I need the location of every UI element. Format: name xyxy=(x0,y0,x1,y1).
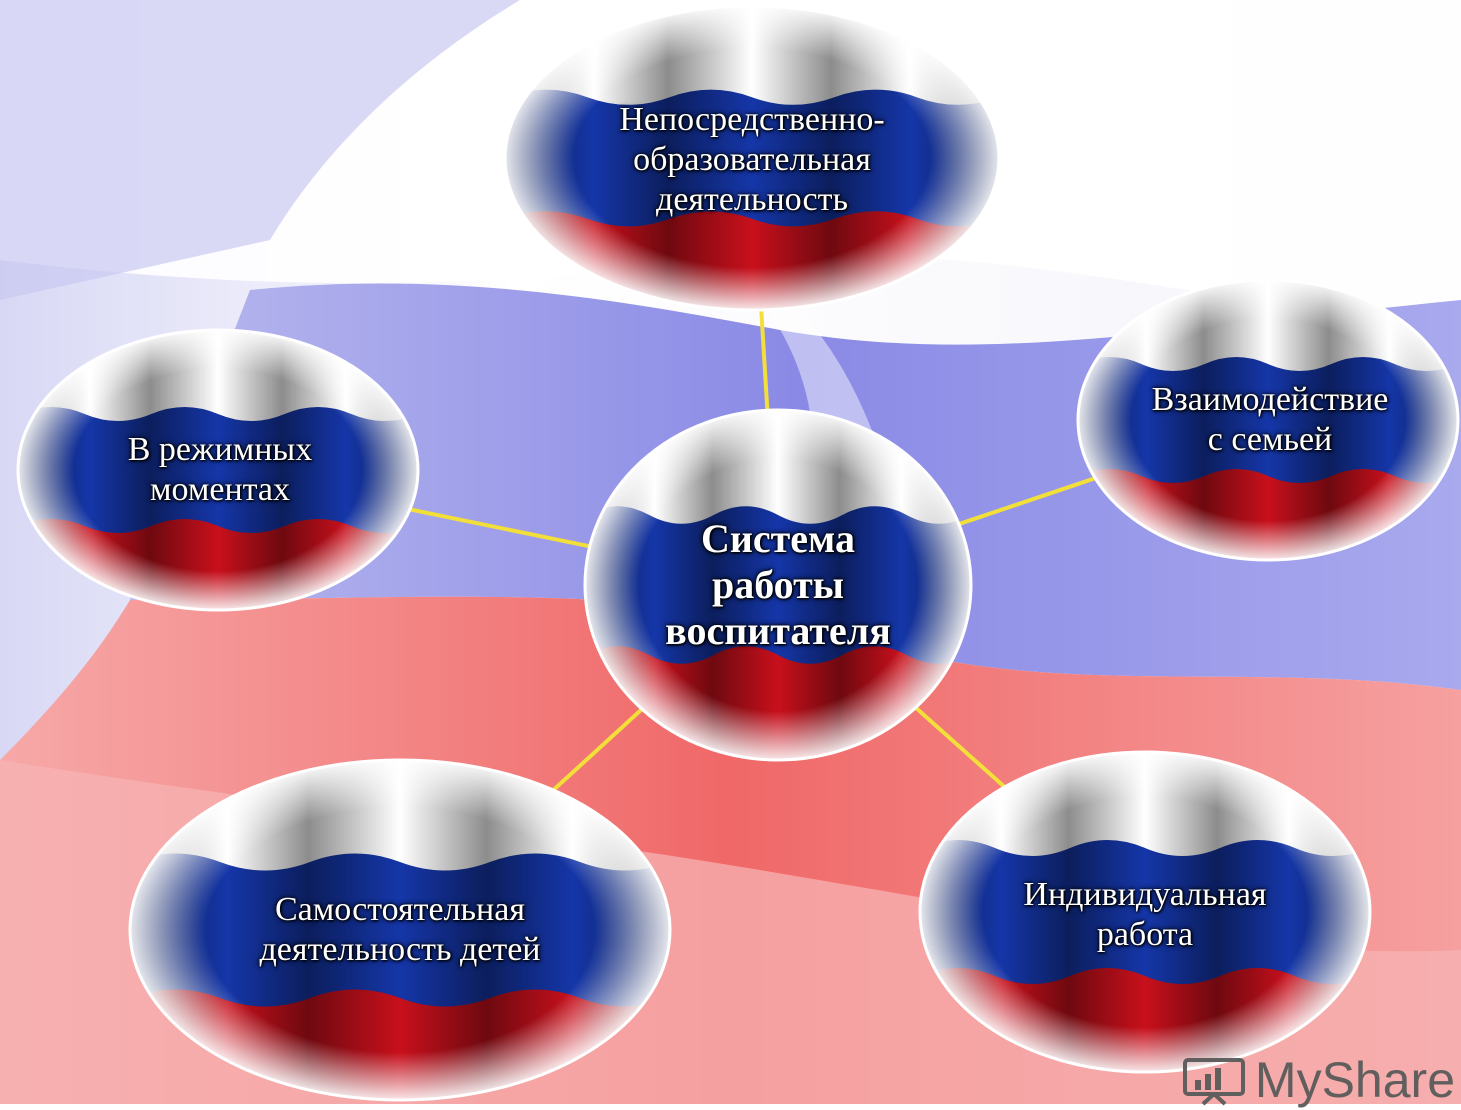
oval-border-bottom-right xyxy=(918,750,1372,1074)
node-label-left: В режимных моментах xyxy=(127,430,313,508)
oval-top xyxy=(505,6,999,310)
connector-bottom-left xyxy=(551,707,644,792)
oval-border-bottom-left xyxy=(128,758,672,1102)
watermark-text: MyShare xyxy=(1254,1052,1455,1108)
watermark: MyShare xyxy=(1181,1050,1455,1110)
oval-bottom-left xyxy=(130,760,670,1100)
node-ovals xyxy=(16,4,1460,1102)
node-label-right: Взаимодействие с семьей xyxy=(1151,380,1389,458)
node-label-bottom-right: Индивидуальная работа xyxy=(1023,875,1267,953)
connector-top xyxy=(759,309,770,411)
node-label-bottom-left: Самостоятельная деятельность детей xyxy=(259,890,541,968)
oval-border-top xyxy=(503,4,1001,312)
oval-left xyxy=(18,330,418,610)
center-node-label: Система работы воспитателя xyxy=(665,516,891,653)
connector-bottom-right xyxy=(914,706,1006,789)
node-label-top: Непосредственно- образовательная деятель… xyxy=(619,100,885,219)
presentation-icon xyxy=(1182,1058,1245,1106)
oval-border-right xyxy=(1076,278,1460,562)
connector-right xyxy=(958,476,1096,526)
oval-border-left xyxy=(16,328,420,612)
oval-right xyxy=(1078,280,1458,560)
connector-left xyxy=(409,507,591,549)
oval-center xyxy=(585,410,971,760)
connector-lines xyxy=(409,309,1096,792)
oval-border-center xyxy=(583,408,973,762)
oval-bottom-right xyxy=(920,752,1370,1072)
